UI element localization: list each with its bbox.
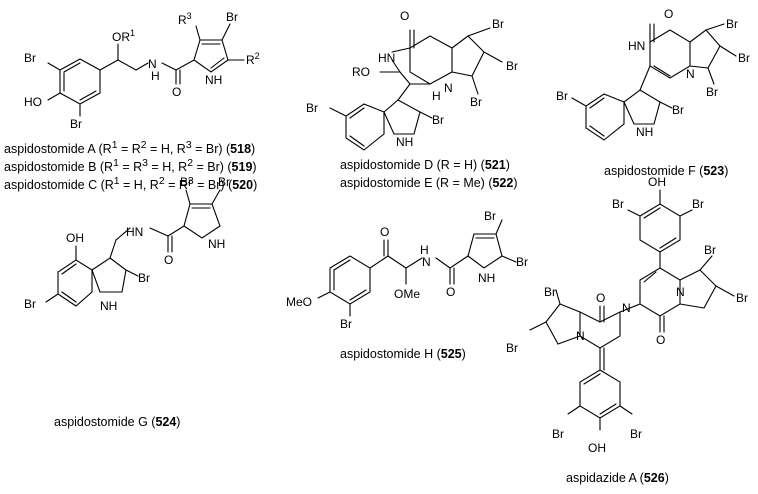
atom-o: O: [380, 225, 389, 239]
atom-oh: OH: [588, 441, 606, 455]
atom-br: Br: [138, 271, 150, 285]
atom-br: Br: [432, 113, 444, 127]
atom-hn: HN: [628, 39, 645, 53]
caption-aspidostomide-d: aspidostomide D (R = H) (521): [340, 158, 510, 172]
atom-o: O: [656, 333, 665, 347]
atom-n: N: [148, 57, 157, 71]
atom-ho: HO: [24, 95, 42, 109]
atom-br: Br: [692, 197, 704, 211]
atom-hn: HN: [378, 51, 395, 65]
caption-aspidostomide-g: aspidostomide G (524): [54, 415, 181, 429]
caption-aspidazide-a: aspidazide A (526): [566, 471, 669, 485]
atom-br: Br: [24, 51, 36, 65]
atom-n: N: [422, 255, 431, 269]
atom-br: Br: [506, 59, 518, 73]
atom-nh: NH: [208, 237, 225, 251]
atom-oh: OH: [66, 231, 84, 245]
caption-aspidostomide-e: aspidostomide E (R = Me) (522): [340, 176, 518, 190]
atom-br: Br: [706, 85, 718, 99]
structure-aspidazide-a: OH Br Br Br Br N N O O N Br Br Br Br OH: [506, 175, 748, 455]
atom-br: Br: [484, 209, 496, 223]
atom-meo: MeO: [286, 295, 312, 309]
atom-oh: OH: [648, 175, 666, 189]
atom-br: Br: [180, 175, 192, 189]
atom-h: H: [420, 243, 429, 257]
structure-aspidostomide-h: O MeO Br H N OMe O Br Br NH: [286, 209, 528, 331]
atom-br: Br: [612, 197, 624, 211]
atom-nh: NH: [100, 299, 117, 313]
atom-o: O: [400, 9, 409, 23]
atom-or: OR1: [112, 28, 135, 44]
caption-aspidostomide-h: aspidostomide H (525): [340, 347, 466, 361]
atom-o: O: [164, 253, 173, 267]
atom-n: N: [686, 67, 695, 81]
caption-aspidostomide-f: aspidostomide F (523): [604, 164, 729, 178]
structure-aspidostomide-de: O HN RO Br Br Br N H Br Br NH: [306, 9, 518, 151]
atom-br: Br: [704, 243, 716, 257]
atom-n: N: [576, 329, 585, 343]
atom-h: H: [432, 89, 441, 103]
atom-r3: R3: [178, 11, 192, 27]
atom-br: Br: [672, 103, 684, 117]
atom-n: N: [444, 81, 453, 95]
atom-nh: NH: [205, 73, 222, 87]
structure-aspidostomide-g: Br Br NH HN O OH Br Br NH: [24, 175, 230, 313]
atom-br: Br: [738, 51, 750, 65]
atom-o: O: [664, 7, 673, 21]
atom-br: Br: [492, 17, 504, 31]
atom-br: Br: [726, 17, 738, 31]
atom-h: H: [151, 69, 160, 83]
atom-r2: R2: [246, 51, 260, 67]
atom-nh: NH: [636, 125, 653, 139]
caption-aspidostomide-c: aspidostomide C (R1 = H, R2 = R3 = Br) (…: [4, 176, 258, 193]
atom-ome: OMe: [394, 287, 420, 301]
atom-br: Br: [736, 291, 748, 305]
atom-br: Br: [516, 255, 528, 269]
atom-br: Br: [24, 297, 36, 311]
atom-br: Br: [470, 95, 482, 109]
atom-nh: NH: [396, 135, 413, 149]
atom-o: O: [172, 85, 181, 99]
atom-br: Br: [556, 89, 568, 103]
atom-o: O: [446, 285, 455, 299]
atom-br: Br: [340, 317, 352, 331]
caption-aspidostomide-b: aspidostomide B (R1 = R3 = H, R2 = Br) (…: [4, 158, 257, 175]
atom-br: Br: [630, 427, 642, 441]
atom-br: Br: [544, 285, 556, 299]
atom-br: Br: [218, 175, 230, 189]
atom-br: Br: [306, 101, 318, 115]
atom-hn: HN: [126, 225, 143, 239]
atom-o: O: [596, 291, 605, 305]
atom-br: Br: [552, 427, 564, 441]
atom-br: Br: [226, 10, 238, 24]
atom-n: N: [622, 301, 631, 315]
atom-ro: RO: [352, 65, 370, 79]
caption-aspidostomide-a: aspidostomide A (R1 = R2 = H, R3 = Br) (…: [4, 140, 256, 157]
structure-aspidostomide-f: O HN N Br Br Br Br Br NH: [556, 7, 750, 141]
atom-br: Br: [70, 117, 82, 131]
atom-nh: NH: [478, 271, 495, 285]
atom-br: Br: [506, 341, 518, 355]
structure-aspidostomide-abc: Br HO Br OR1 N H O R3 Br NH R2: [24, 10, 260, 131]
atom-n: N: [676, 285, 685, 299]
